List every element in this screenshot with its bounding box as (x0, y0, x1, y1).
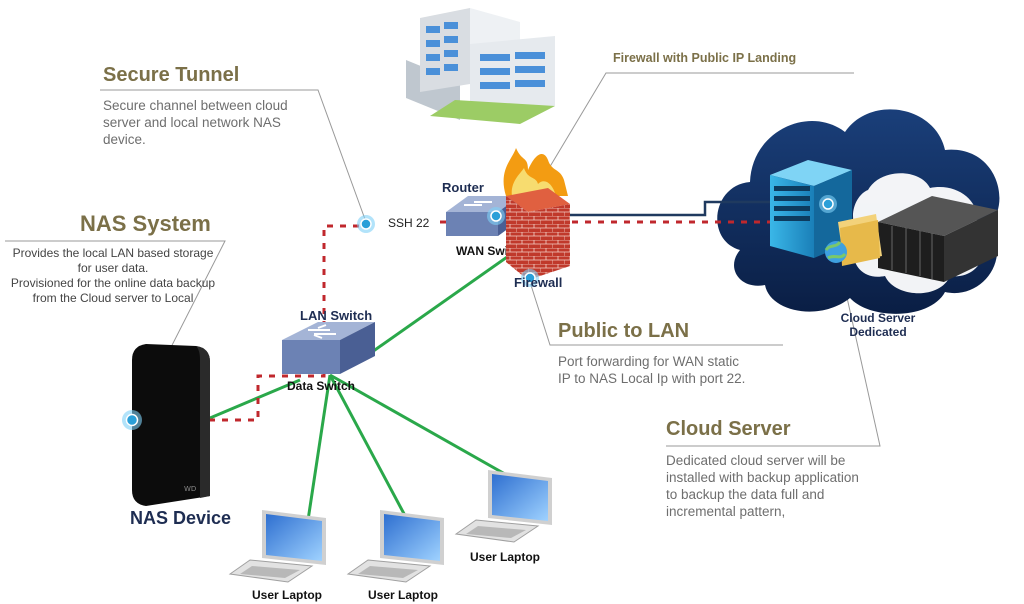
node-cloud-server (819, 195, 837, 213)
ssh-label: SSH 22 (388, 216, 430, 230)
nas-device: WD (132, 344, 210, 506)
user-laptop-label-2: User Laptop (368, 588, 439, 602)
link-switch-nas (209, 378, 301, 420)
lan-switch-label: LAN Switch (300, 308, 373, 323)
leader-public-lan (529, 281, 783, 346)
node-nas (122, 410, 142, 430)
connections (170, 200, 835, 541)
laptop-1 (228, 510, 326, 583)
office-building (406, 8, 555, 124)
wan-switch-label: WAN Switch (456, 244, 506, 258)
router-label: Router (442, 180, 484, 195)
laptop-3 (454, 470, 552, 543)
node-firewall (521, 269, 539, 287)
globe-icon (824, 241, 847, 263)
node-router (487, 207, 505, 225)
link-switch-laptop-3 (329, 373, 513, 480)
leader-cloud-server (666, 229, 881, 447)
secure-tunnel-description: Secure channel between cloud server and … (103, 98, 288, 147)
cloud-server-description: Dedicated cloud server will be installed… (666, 453, 859, 519)
firewall-note: Firewall with Public IP Landing (613, 51, 797, 65)
leader-firewall (529, 72, 854, 201)
nas-system-title: NAS System (80, 211, 211, 236)
secure-tunnel-title: Secure Tunnel (103, 64, 240, 86)
lan-switch-device (282, 322, 375, 374)
link-switch-laptop-1 (303, 374, 332, 541)
data-switch-label: Data Switch (287, 379, 356, 393)
link-switch-firewall (371, 253, 511, 354)
public-to-lan-description: Port forwarding for WAN static IP to NAS… (558, 354, 746, 386)
svg-text:WD: WD (184, 485, 196, 493)
firewall-device (503, 148, 570, 280)
user-laptop-label-3: User Laptop (470, 550, 541, 564)
firewall-label: Firewall (514, 275, 563, 290)
connection-nodes (122, 195, 837, 430)
folder-icon (838, 214, 882, 266)
cloud-server-title: Cloud Server (666, 418, 791, 440)
nas-system-description: Provides the local LAN based storage for… (10, 246, 216, 305)
public-to-lan-title: Public to LAN (558, 320, 690, 342)
laptop-2 (346, 510, 444, 583)
user-laptop-label-1: User Laptop (252, 588, 323, 602)
wan-link (570, 200, 780, 217)
server-rack-row (878, 196, 998, 282)
link-switch-laptop-2 (328, 374, 420, 541)
leader-secure-tunnel (100, 89, 367, 223)
cloud-server-label: Cloud Server Dedicated (840, 311, 916, 339)
tunnel-path-left (170, 224, 360, 422)
nas-device-label: NAS Device (130, 508, 232, 528)
node-ssh (357, 215, 375, 233)
